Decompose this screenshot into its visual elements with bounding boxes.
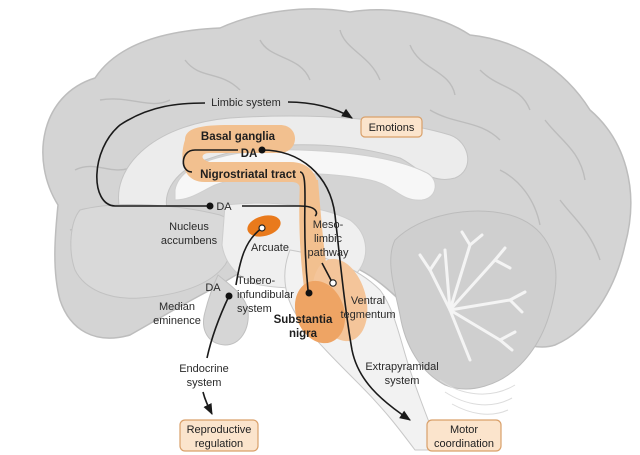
arcuate-open-dot bbox=[258, 224, 266, 232]
mesolimbic-lower-line bbox=[321, 262, 333, 283]
emotions-box: Emotions bbox=[360, 116, 423, 138]
nigrostriatal-line bbox=[261, 149, 411, 421]
reproductive-label-2: regulation bbox=[195, 438, 243, 450]
tuberoinfundibular-line bbox=[235, 227, 263, 286]
arcuate-label: Arcuate bbox=[251, 242, 289, 254]
mesolimbic-label-3: pathway bbox=[308, 247, 349, 259]
ventral-tegmentum-label-1: Ventral bbox=[351, 295, 385, 307]
motor-label-2: coordination bbox=[434, 438, 494, 450]
nucleus-accumbens-label-1: Nucleus bbox=[169, 221, 209, 233]
substantia-nigra-dot bbox=[305, 289, 313, 297]
pathway-lines bbox=[96, 101, 411, 421]
limbic-arrow-line bbox=[287, 101, 353, 119]
endocrine-label-1: Endocrine bbox=[179, 363, 229, 375]
cerebellum bbox=[390, 210, 557, 390]
ventral-tegmentum-label-2: tegmentum bbox=[340, 309, 395, 321]
tuberoinfundibular-label-2: infundibular bbox=[237, 289, 294, 301]
tuberoinfundibular-label-1: Tubero- bbox=[237, 275, 275, 287]
mesolimbic-label-1: Meso- bbox=[313, 219, 344, 231]
substantia-nigra-region bbox=[294, 280, 346, 344]
emotions-label: Emotions bbox=[369, 122, 415, 134]
endocrine-arrow-line bbox=[202, 391, 213, 416]
basal-ganglia-label: Basal ganglia bbox=[201, 131, 276, 143]
pons-striations bbox=[439, 379, 516, 415]
da-basal-dot bbox=[258, 146, 266, 154]
extrapyramidal-label-1: Extrapyramidal bbox=[365, 361, 438, 373]
substantia-nigra-label-1: Substantia bbox=[274, 314, 333, 326]
motor-coordination-box: Motor coordination bbox=[426, 419, 502, 452]
da-median-label: DA bbox=[205, 282, 221, 294]
mesolimbic-label-2: limbic bbox=[314, 233, 343, 245]
nucleus-accumbens-label-2: accumbens bbox=[161, 235, 218, 247]
nigrostriatal-loop-line bbox=[182, 149, 238, 173]
pathway-dots bbox=[206, 146, 337, 300]
pituitary-stalk bbox=[203, 274, 249, 346]
endocrine-label-2: system bbox=[187, 377, 222, 389]
nucleus-accumbens-region bbox=[70, 204, 235, 299]
substantia-nigra-label-2: nigra bbox=[289, 328, 318, 340]
median-eminence-label-1: Median bbox=[159, 301, 195, 313]
nigrostriatal-descend-line bbox=[299, 171, 309, 291]
limbic-pathway-line bbox=[96, 102, 210, 207]
motor-label-1: Motor bbox=[450, 424, 478, 436]
da-accumbens-label: DA bbox=[216, 201, 232, 213]
nigrostriatal-tract-label: Nigrostriatal tract bbox=[200, 169, 296, 181]
da-accumbens-dot bbox=[206, 202, 214, 210]
arbor-vitae bbox=[418, 230, 527, 362]
ventral-tegmentum-open-dot bbox=[329, 279, 337, 287]
da-basal-label: DA bbox=[241, 148, 258, 160]
da-median-dot bbox=[225, 292, 233, 300]
reproductive-regulation-box: Reproductive regulation bbox=[179, 419, 259, 452]
labels: Limbic system Basal ganglia DA Nigrostri… bbox=[153, 97, 439, 389]
reproductive-label-1: Reproductive bbox=[187, 424, 252, 436]
median-eminence-label-2: eminence bbox=[153, 315, 201, 327]
mesolimbic-line bbox=[242, 205, 318, 217]
tuberoinfundibular-label-3: system bbox=[237, 303, 272, 315]
extrapyramidal-label-2: system bbox=[385, 375, 420, 387]
endocrine-line bbox=[206, 295, 230, 359]
limbic-system-label: Limbic system bbox=[211, 97, 281, 109]
